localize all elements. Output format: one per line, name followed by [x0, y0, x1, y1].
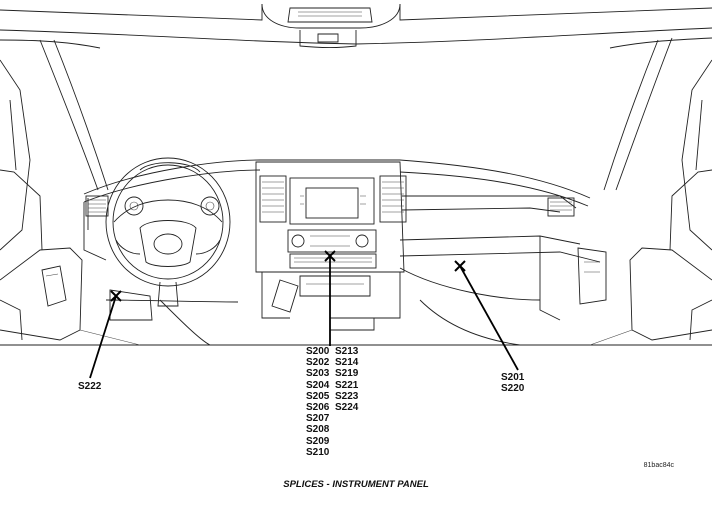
side-vents — [85, 195, 575, 217]
label-s221: S221 — [335, 379, 359, 391]
splice-marker-s201 — [454, 260, 466, 272]
label-s203: S203 — [306, 368, 330, 380]
label-s224: S224 — [335, 402, 359, 414]
label-s204: S204 — [306, 379, 330, 391]
splice-marker-s222 — [110, 290, 122, 302]
label-s209: S209 — [306, 435, 330, 447]
label-group-center-col1: S200 S202 S203 S204 S205 S206 S207 S208 … — [306, 346, 329, 458]
rear-view-mirror — [261, 3, 401, 48]
label-s213: S213 — [335, 346, 359, 357]
label-s208: S208 — [306, 424, 330, 436]
label-s206: S206 — [306, 402, 330, 414]
lower-console — [0, 272, 712, 346]
figure-caption: SPLICES - INSTRUMENT PANEL — [283, 479, 429, 490]
left-door — [0, 59, 83, 341]
label-s207: S207 — [306, 413, 330, 425]
label-group-right: S201 S220 — [501, 372, 524, 394]
callout-lines — [89, 256, 519, 379]
steering-wheel — [105, 157, 239, 321]
dashboard — [83, 159, 601, 321]
figure-reference-code: 81bac84c — [643, 462, 674, 469]
label-s201: S201 — [501, 372, 525, 383]
label-s210: S210 — [306, 446, 330, 458]
label-group-center-col2: S213 S214 S219 S221 S223 S224 — [335, 346, 358, 413]
label-s202: S202 — [306, 357, 330, 369]
right-door — [577, 59, 712, 341]
label-s220: S220 — [501, 383, 525, 395]
label-s219: S219 — [335, 368, 359, 380]
splice-marker-center — [324, 250, 336, 262]
label-s222: S222 — [78, 381, 102, 392]
label-s223: S223 — [335, 390, 359, 402]
label-s205: S205 — [306, 390, 330, 402]
splice-markers — [110, 250, 466, 302]
label-s200: S200 — [306, 346, 330, 357]
label-s214: S214 — [335, 357, 359, 369]
